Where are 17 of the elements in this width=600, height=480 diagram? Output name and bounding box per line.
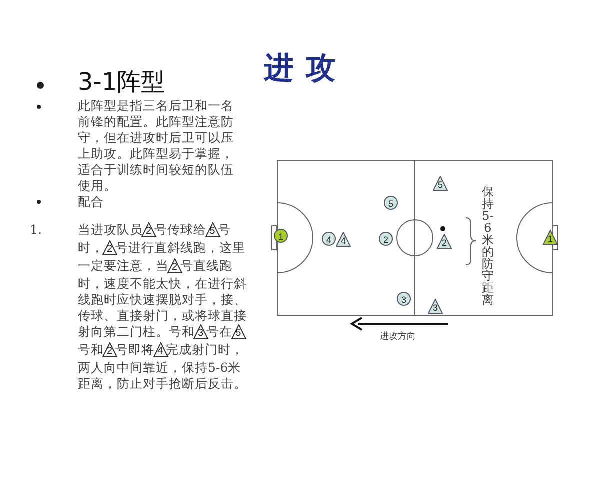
distance-note: 保持5-6米的防守距离: [481, 186, 495, 306]
slide-title: 进攻: [264, 50, 348, 88]
player-circle: 3: [397, 292, 411, 306]
list-number: 1.: [30, 222, 43, 238]
description-text: 此阵型是指三名后卫和一名前锋的配置。此阵型注意防守，但在进攻时后卫可以压上助攻。此阵型易于掌握，适合于训练时间较短的队伍使用。: [78, 98, 235, 194]
player-circle: 5: [384, 196, 398, 210]
direction-label: 进攻方向: [380, 330, 417, 343]
player-triangle: 2: [437, 234, 452, 249]
subheading: 3-1阵型: [78, 67, 166, 98]
player-triangle: 4: [336, 232, 351, 247]
player-triangle: 5: [433, 176, 448, 191]
player-triangle: 3: [428, 299, 443, 314]
player-triangle: 1: [543, 230, 558, 245]
player-circle: 4: [322, 232, 336, 246]
player-circle: 1: [274, 229, 288, 243]
player-circle: 2: [379, 232, 393, 246]
list-item-text: 配合: [78, 194, 105, 210]
